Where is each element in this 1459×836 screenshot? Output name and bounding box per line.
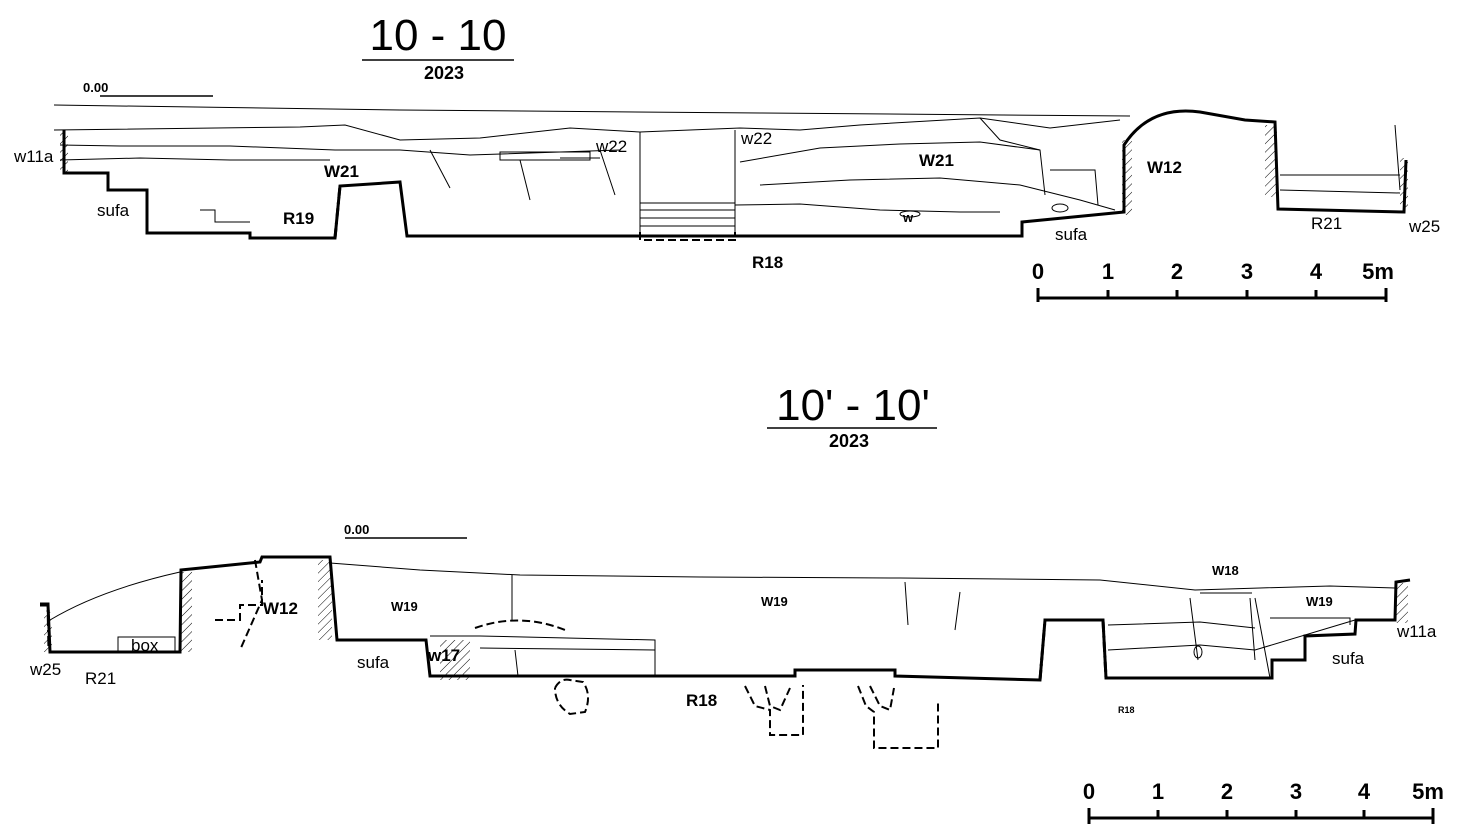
scale-tick-label: 1	[1152, 779, 1164, 804]
w25-hatch	[44, 612, 52, 652]
channel-layers	[640, 202, 735, 227]
label-w17: w17	[427, 646, 460, 665]
label-r21: R21	[85, 669, 116, 688]
label-w: w	[902, 210, 914, 225]
channel-sides	[639, 130, 736, 232]
wall-face	[979, 117, 1099, 206]
scale-tick-label: 2	[1221, 779, 1233, 804]
scale-tick-label: 2	[1171, 259, 1183, 284]
scale-end-label: 5m	[1362, 259, 1394, 284]
pit-2-inner	[764, 685, 791, 712]
datum-label: 0.00	[83, 80, 108, 95]
sufa-step	[200, 209, 250, 223]
wall-joints	[511, 575, 961, 631]
stone-block	[499, 151, 600, 161]
scale-end-label: 5m	[1412, 779, 1444, 804]
label-w22-2: w22	[740, 129, 772, 148]
r21-layers	[1279, 124, 1401, 194]
w12-hatch-right	[1265, 125, 1277, 197]
scale-tick-label: 3	[1241, 259, 1253, 284]
channel-dashed	[639, 232, 736, 241]
broken-edge-mid	[1038, 618, 1108, 681]
scale-tick-label: 1	[1102, 259, 1114, 284]
w12-stair	[215, 580, 263, 621]
stone-joints	[429, 149, 616, 201]
label-w12: W12	[1147, 158, 1182, 177]
label-w11a: w11a	[13, 147, 54, 166]
w11a-hatch	[1396, 583, 1408, 623]
floor-layer	[734, 203, 1000, 213]
section-year: 2023	[829, 431, 869, 451]
label-sufa-right: sufa	[1055, 225, 1088, 244]
pit-3	[857, 685, 939, 749]
stone-2	[899, 210, 921, 218]
label-sufa-right: sufa	[1332, 649, 1365, 668]
label-box: box	[131, 636, 159, 655]
ground-line	[53, 104, 1131, 117]
w18-faces	[1189, 597, 1271, 679]
label-w12: W12	[263, 599, 298, 618]
scale-tick-label: 4	[1358, 779, 1371, 804]
scale-tick-label: 0	[1083, 779, 1095, 804]
section-10p-10p: 10' - 10' 2023 0.00	[29, 381, 1444, 824]
label-w21: W21	[324, 162, 359, 181]
section-title: 10 - 10	[370, 11, 507, 60]
w17-hatch	[440, 640, 470, 680]
label-r18-small: R18	[1118, 705, 1135, 715]
w19-step	[1270, 617, 1351, 625]
label-r18: R18	[686, 691, 717, 710]
label-w25: w25	[1408, 217, 1440, 236]
label-w22: w22	[595, 137, 627, 156]
stratum-line	[59, 144, 621, 156]
dashed-arc	[474, 619, 566, 631]
broken-edge-left	[40, 602, 51, 651]
section-year: 2023	[424, 63, 464, 83]
label-sufa: sufa	[97, 201, 130, 220]
w17-layers	[430, 635, 656, 677]
stone	[1193, 645, 1203, 659]
stone	[1051, 203, 1069, 213]
label-r19: R19	[283, 209, 314, 228]
broken-edge	[333, 185, 342, 239]
scale-ticks	[1087, 808, 1435, 824]
w12-outline	[239, 559, 264, 651]
section-10-10: 10 - 10 2023 0.00 w11a sufa	[13, 11, 1440, 302]
pit-1	[554, 678, 589, 716]
wall-hatch	[60, 132, 68, 172]
ground-line	[49, 562, 1396, 621]
label-w25: w25	[29, 660, 61, 679]
label-w19-mid: W19	[761, 594, 788, 609]
stratum-line-3	[739, 141, 1041, 163]
label-r18: R18	[752, 253, 783, 272]
scale-tick-label: 0	[1032, 259, 1044, 284]
pit-2	[744, 685, 804, 736]
label-w11a: w11a	[1396, 622, 1437, 641]
label-sufa: sufa	[357, 653, 390, 672]
label-w21-right: W21	[919, 151, 954, 170]
upper-stratum	[53, 117, 1121, 141]
pit-3-inner	[869, 685, 895, 712]
scale-bar: 0 1 2 3 4 5m	[1083, 779, 1444, 824]
scale-ticks	[1036, 288, 1388, 302]
stratum-line-2	[59, 157, 330, 161]
w12-hatch	[1122, 140, 1132, 215]
scale-bar: 0 1 2 3 4 5m	[1032, 259, 1394, 302]
w25-hatch	[1400, 158, 1408, 208]
label-w18: W18	[1212, 563, 1239, 578]
w12-hatch	[180, 572, 192, 652]
scale-tick-label: 4	[1310, 259, 1323, 284]
profile-line	[40, 555, 1411, 682]
label-w19: W19	[391, 599, 418, 614]
scale-tick-label: 3	[1290, 779, 1302, 804]
section-title: 10' - 10'	[776, 381, 930, 430]
label-r21: R21	[1311, 214, 1342, 233]
w12-hatch-right	[318, 560, 332, 640]
label-w19-right: W19	[1306, 594, 1333, 609]
datum-label: 0.00	[344, 522, 369, 537]
stratum-line-4	[759, 177, 1116, 211]
